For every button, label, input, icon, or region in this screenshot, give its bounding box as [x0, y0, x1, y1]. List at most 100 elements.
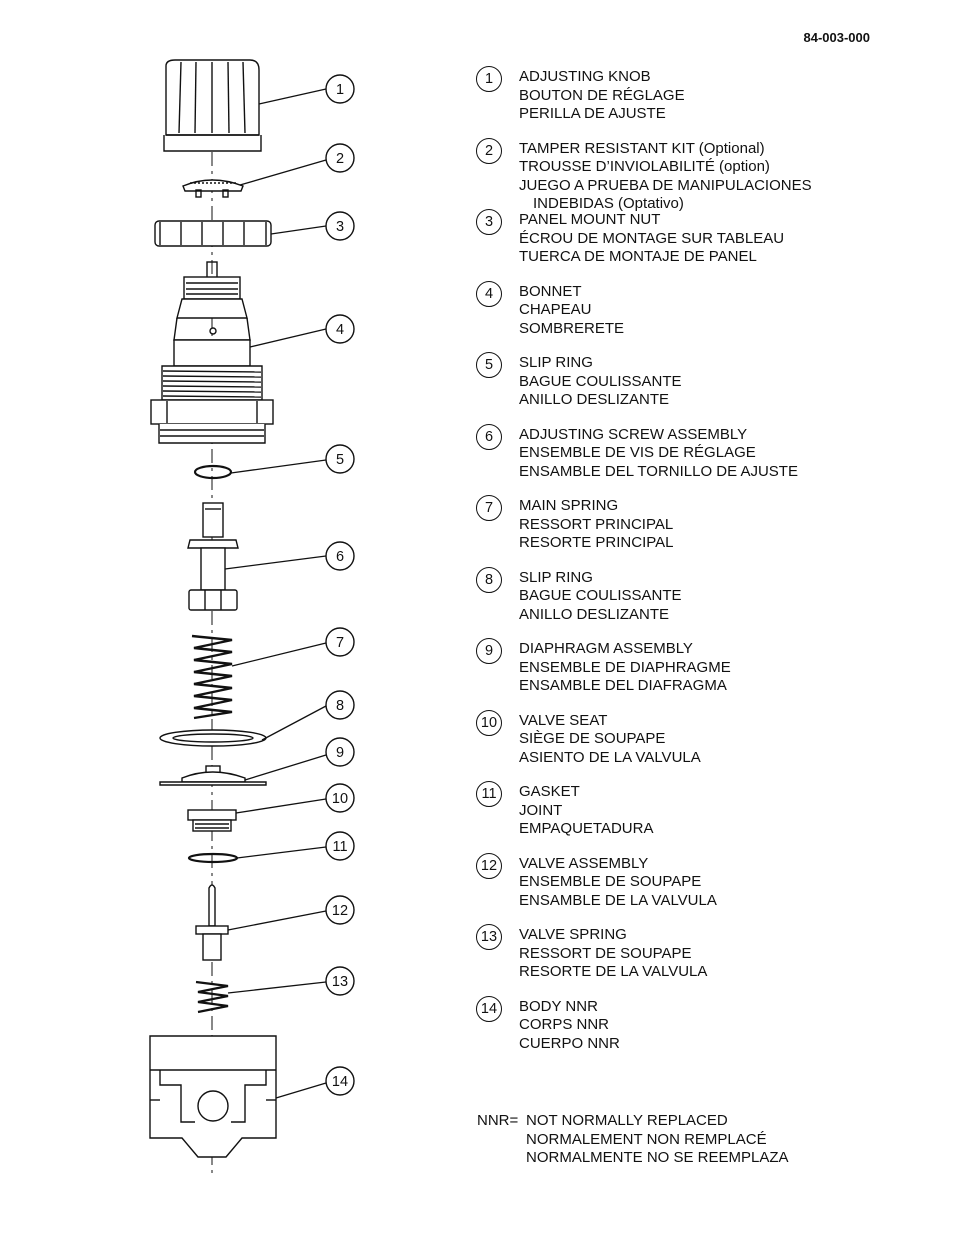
legend-item-line: ANILLO DESLIZANTE — [519, 391, 670, 408]
legend-item-line: RESORTE PRINCIPAL — [519, 534, 674, 551]
callout-circle — [325, 211, 355, 241]
tamper-kit-drawing — [182, 179, 244, 198]
gasket-drawing — [187, 852, 239, 864]
legend-item-line: ENSAMBLE DE LA VALVULA — [519, 891, 717, 909]
callout-circle — [325, 966, 355, 996]
legend-item-line: ADJUSTING KNOB — [519, 68, 651, 85]
legend-item-line: RESORTE DE LA VALVULA — [519, 963, 708, 980]
legend-item-line: VALVE SPRING — [519, 926, 627, 943]
callout-number: 13 — [332, 974, 348, 990]
legend-item-line: ÉCROU DE MONTAGE SUR TABLEAU — [519, 229, 785, 247]
legend-item-line: ENSEMBLE DE SOUPAPE — [519, 873, 702, 890]
callout-number: 14 — [332, 1074, 348, 1090]
legend-item-line: RESSORT PRINCIPAL — [519, 515, 674, 533]
callout-circle — [325, 831, 355, 861]
callout-number: 3 — [336, 219, 344, 235]
legend-item-line: BAGUE COULISSANTE — [519, 372, 682, 390]
legend-item-line: MAIN SPRING — [519, 497, 619, 514]
nnr-note-line: NORMALMENTE NO SE REEMPLAZA — [526, 1149, 789, 1166]
callout-circle — [325, 314, 355, 344]
legend-item-number: 9 — [476, 638, 502, 664]
valve-spring-drawing — [195, 980, 229, 1014]
legend-item-line: PERILLA DE AJUSTE — [519, 105, 666, 122]
legend-item-line: ENSAMBLE DEL TORNILLO DE AJUSTE — [519, 462, 798, 480]
legend-item-number: 1 — [476, 66, 502, 92]
legend-item-line: TAMPER RESISTANT KIT (Optional) — [519, 139, 765, 157]
legend-item-number: 10 — [476, 709, 502, 736]
legend-item-line: JOINT — [519, 801, 563, 819]
legend-item-number: 7 — [476, 495, 502, 521]
legend-item-number: 14 — [476, 995, 502, 1022]
legend-item-number: 11 — [476, 781, 502, 807]
callout-number: 7 — [336, 635, 344, 651]
legend-item-line: EMPAQUETADURA — [519, 820, 654, 837]
legend-item-lines: TAMPER RESISTANT KIT (Optional)TROUSSE D… — [519, 140, 812, 214]
callout-circle — [325, 627, 355, 657]
callout-number: 6 — [336, 549, 344, 565]
legend-item-line: ENSAMBLE DEL DIAFRAGMA — [519, 677, 727, 694]
legend-item-line: VALVE SEAT — [519, 711, 608, 729]
callout-circle — [325, 895, 355, 925]
legend-item-number: 5 — [476, 352, 502, 378]
bonnet-drawing — [150, 261, 274, 444]
leader-lines — [224, 88, 327, 1099]
legend-item-line: BODY NNR — [519, 997, 598, 1015]
legend-item-line: JUEGO A PRUEBA DE MANIPULACIONES — [519, 176, 812, 194]
legend-item-line: TUERCA DE MONTAJE DE PANEL — [519, 248, 757, 265]
callout-circle — [325, 690, 355, 720]
legend-item-line: CORPS NNR — [519, 1016, 610, 1033]
main-spring-drawing — [191, 634, 233, 720]
callout-circle — [325, 74, 355, 104]
legend-item-line: ANILLO DESLIZANTE — [519, 605, 670, 623]
legend-item-line: GASKET — [519, 783, 580, 800]
legend-item-line: CHAPEAU — [519, 301, 592, 318]
legend-item-line: SIÈGE DE SOUPAPE — [519, 730, 666, 747]
legend-item-number: 8 — [476, 566, 502, 593]
adjusting-knob-drawing — [163, 59, 262, 152]
callout-number: 12 — [332, 903, 348, 919]
legend-item-line: VALVE ASSEMBLY — [519, 854, 649, 872]
diaphragm-drawing — [159, 765, 267, 786]
legend-item-line: BOUTON DE RÉGLAGE — [519, 86, 685, 104]
legend-item-number: 13 — [476, 924, 502, 950]
callout-circle — [325, 444, 355, 474]
legend-item-line: SLIP RING — [519, 568, 593, 586]
callout-number: 10 — [332, 791, 348, 807]
callout-circle — [325, 783, 355, 813]
legend-item-line: INDEBIDAS (Optativo) — [533, 195, 684, 212]
legend-item-number: 3 — [476, 209, 502, 235]
valve-seat-drawing — [187, 809, 237, 832]
body-drawing — [149, 1035, 277, 1158]
nnr-note-label: NNR= — [477, 1112, 519, 1129]
callout-number: 2 — [336, 151, 344, 167]
legend-item-line: ASIENTO DE LA VALVULA — [519, 748, 701, 766]
nnr-note-line: NOT NORMALLY REPLACED — [526, 1112, 728, 1129]
slip-ring-drawing — [193, 464, 233, 480]
panel-mount-nut-drawing — [154, 220, 272, 247]
callout-circle — [325, 1066, 355, 1096]
